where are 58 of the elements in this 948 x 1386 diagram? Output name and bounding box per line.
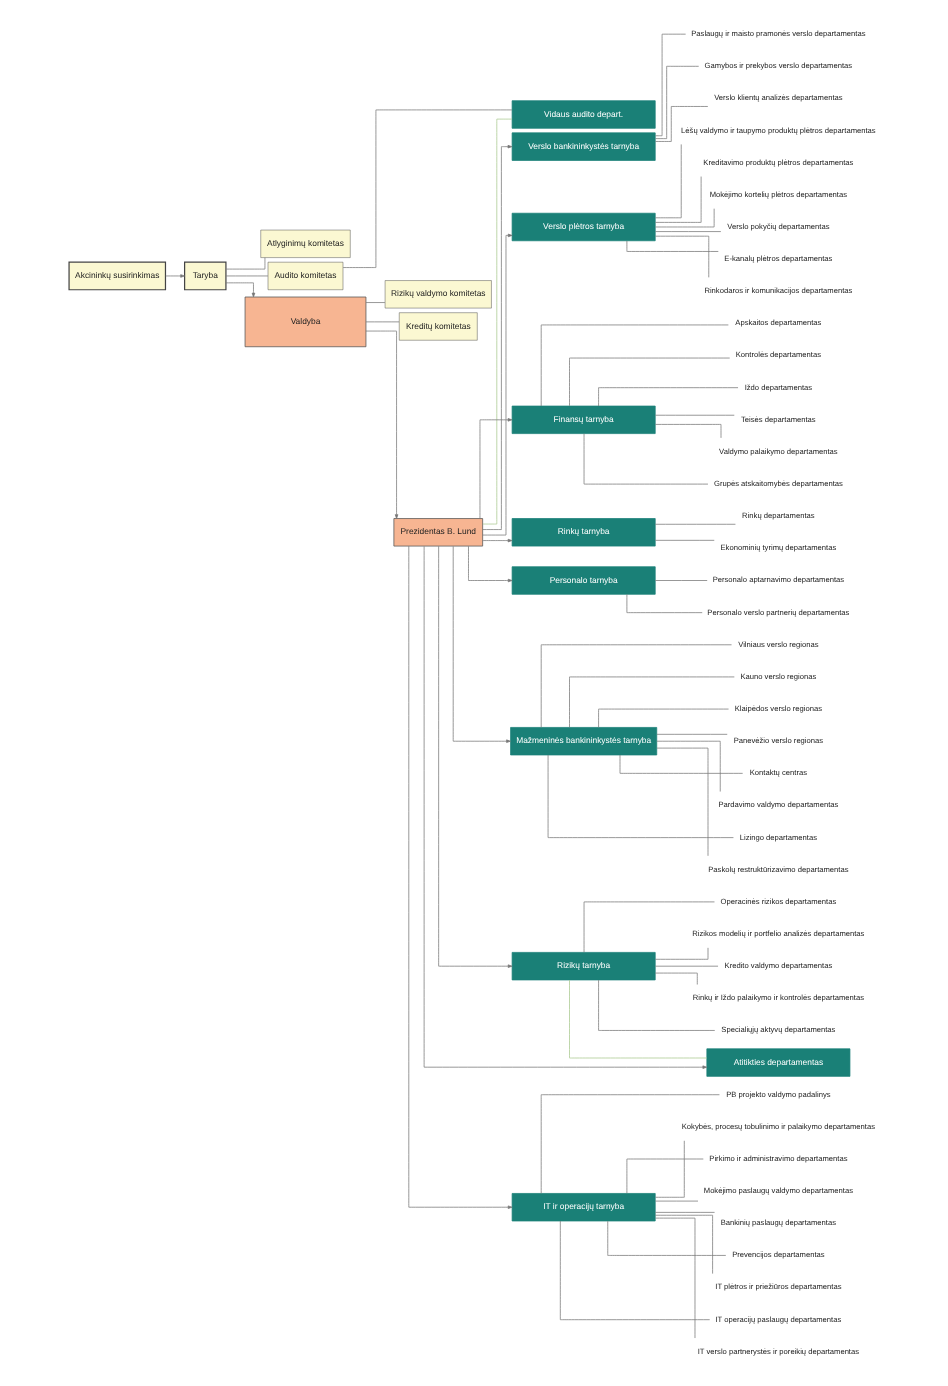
connector: [364, 321, 399, 323]
connector: [568, 357, 730, 407]
connector: [654, 208, 714, 228]
connector: [625, 593, 702, 614]
connector: [655, 747, 708, 857]
arrow: [478, 418, 512, 519]
connector: [568, 979, 707, 1059]
connector: [654, 1140, 684, 1198]
connector: [653, 414, 734, 416]
connector: [655, 733, 727, 735]
connector: [653, 539, 714, 541]
connector: [654, 65, 699, 139]
arrow: [467, 545, 512, 583]
connector: [653, 231, 721, 232]
connector: [582, 901, 714, 953]
connector: [653, 972, 697, 985]
arrow: [364, 330, 398, 519]
arrow: [224, 282, 255, 298]
connector: [653, 523, 735, 525]
arrow: [407, 545, 512, 1209]
connector: [654, 33, 685, 137]
connector: [655, 740, 720, 792]
connector: [653, 965, 718, 967]
connector: [653, 235, 709, 278]
connector: [606, 1220, 726, 1256]
connector: [539, 1094, 719, 1194]
connector: [653, 1200, 698, 1202]
connector: [224, 257, 265, 270]
connector: [625, 240, 718, 252]
arrow: [481, 233, 512, 536]
connector: [364, 302, 385, 303]
connector: [625, 1158, 703, 1194]
arrow: [422, 545, 707, 1069]
connector: [653, 1212, 714, 1213]
connector: [653, 1214, 712, 1274]
arrow: [164, 274, 184, 278]
connector: [341, 109, 512, 268]
connector: [653, 144, 681, 219]
connector: [653, 424, 721, 439]
connector: [539, 644, 731, 728]
connector: [654, 176, 701, 223]
arrow: [481, 538, 512, 543]
connector: [653, 947, 708, 960]
arrow: [451, 545, 510, 743]
connector: [597, 708, 728, 728]
connector: [546, 754, 733, 838]
connector: [224, 275, 268, 277]
connector: [597, 979, 715, 1031]
arrow: [437, 545, 512, 968]
connector: [568, 676, 734, 728]
connector: [653, 580, 707, 581]
connector: [558, 1220, 710, 1321]
connector: [597, 387, 738, 407]
connector: [539, 324, 728, 407]
connector: [618, 754, 743, 774]
connector: [582, 433, 708, 485]
connector: [654, 1217, 695, 1339]
connector: [654, 106, 708, 142]
